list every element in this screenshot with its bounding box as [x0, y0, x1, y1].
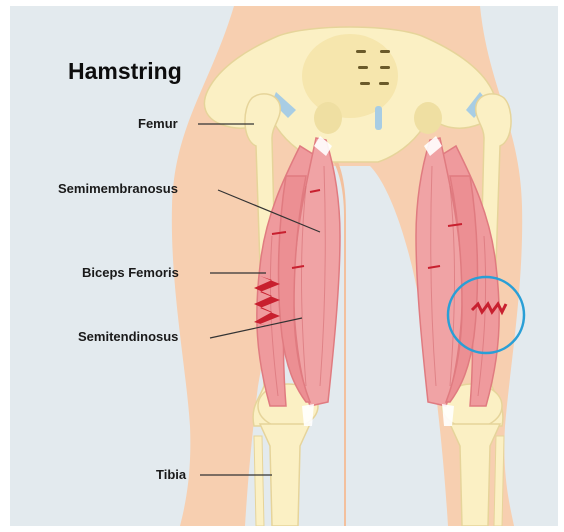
fibula-left [254, 436, 264, 526]
hamstring-diagram: Hamstring Femur Semimembranosus Biceps F… [10, 6, 558, 526]
left-tendon-bottom [302, 404, 314, 426]
fibula-right [494, 436, 504, 526]
label-biceps-femoris: Biceps Femoris [82, 265, 179, 281]
right-tendon-bottom [442, 404, 454, 426]
label-semimembranosus: Semimembranosus [58, 181, 178, 197]
sacrum [302, 34, 398, 118]
obturator-right [414, 102, 442, 134]
pubic-symphysis [375, 106, 382, 130]
label-semitendinosus: Semitendinosus [78, 329, 178, 345]
label-femur: Femur [138, 116, 178, 132]
diagram-title: Hamstring [68, 58, 182, 85]
label-tibia: Tibia [156, 467, 186, 483]
obturator-left [314, 102, 342, 134]
